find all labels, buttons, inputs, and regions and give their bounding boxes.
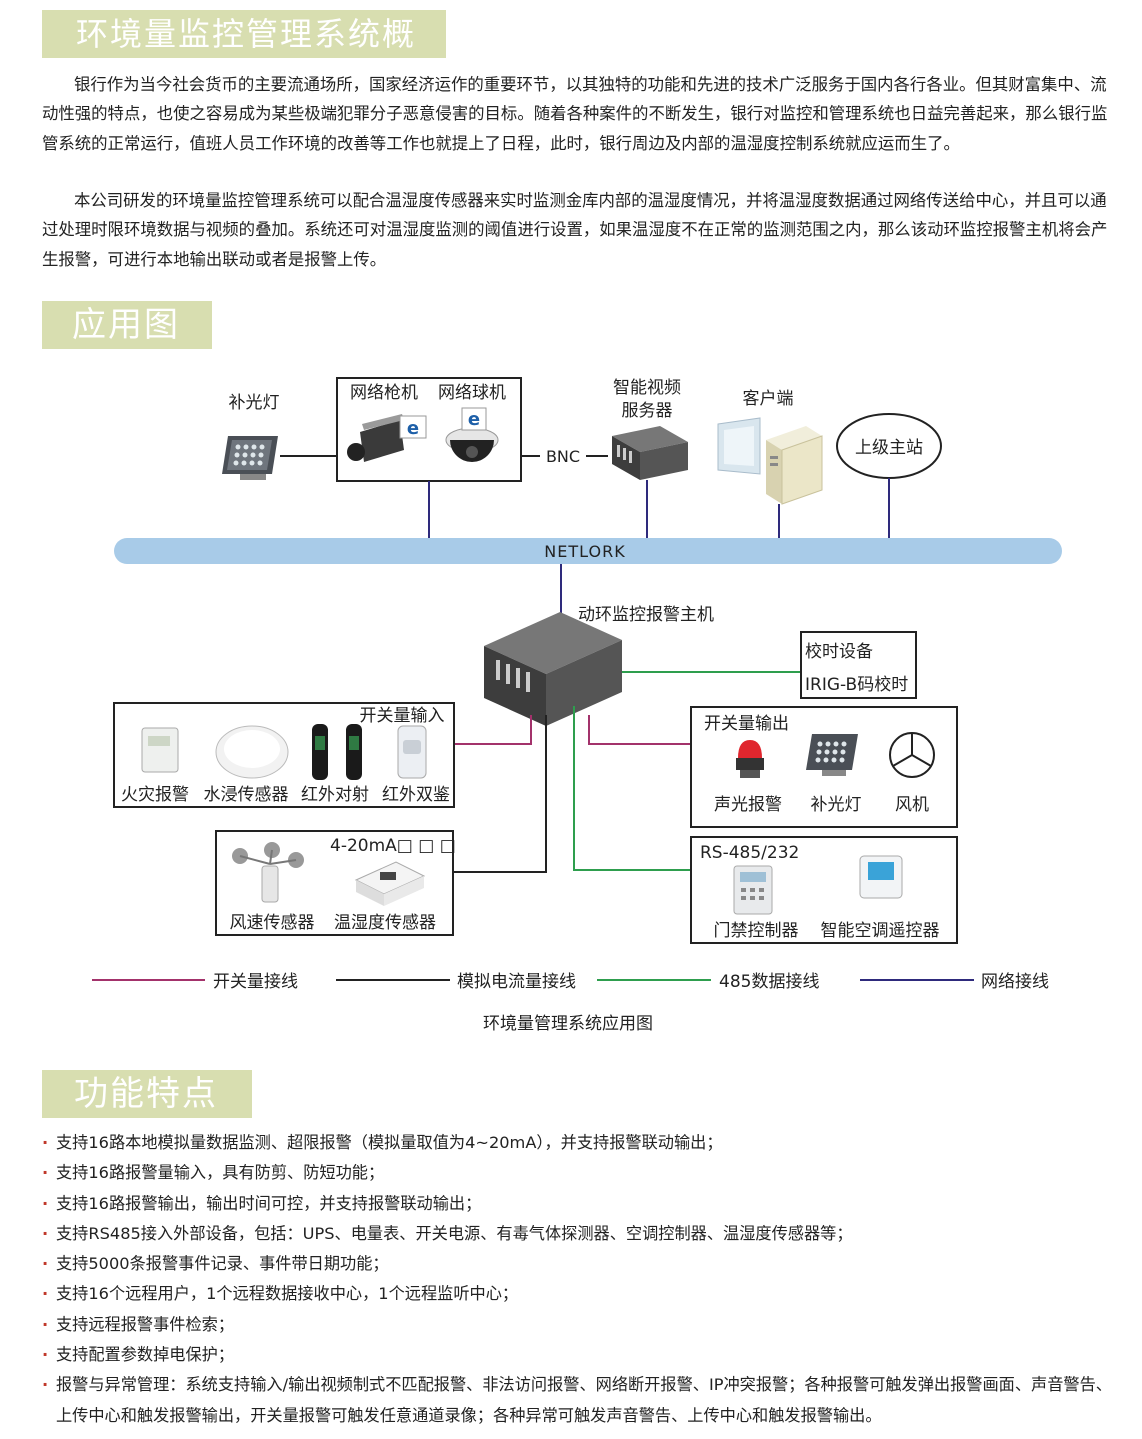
gun-camera-label: 网络枪机 xyxy=(350,383,418,403)
access-controller-label: 门禁控制器 xyxy=(714,921,799,941)
ir-beam-label: 红外对射 xyxy=(301,785,369,805)
temp-humidity-sensor-icon xyxy=(354,861,426,906)
rs485-label: RS-485/232 xyxy=(700,843,799,863)
legend-rs485-label: 485数据接线 xyxy=(719,972,819,992)
overview-paragraph-1: 银行作为当今社会货币的主要流通场所，国家经济运作的重要环节，以其独特的功能和先进… xyxy=(42,75,1108,153)
fan-label: 风机 xyxy=(895,795,929,815)
fire-alarm-label: 火灾报警 xyxy=(121,785,189,805)
video-server-icon xyxy=(612,426,688,480)
client-label: 客户端 xyxy=(743,389,794,409)
sound-light-label: 声光报警 xyxy=(714,795,782,815)
video-server-label-2: 服务器 xyxy=(622,401,673,421)
wind-sensor-label: 风速传感器 xyxy=(230,913,315,933)
access-controller-icon xyxy=(733,865,773,915)
feature-item: ·支持配置参数掉电保护； xyxy=(42,1345,235,1365)
alarm-host-icon xyxy=(484,612,622,726)
dome-camera-icon: e xyxy=(445,407,499,462)
time-device-label-2: IRIG-B码校时 xyxy=(805,675,908,695)
time-device-box xyxy=(800,631,917,699)
fire-alarm-icon xyxy=(141,727,179,773)
water-sensor-icon xyxy=(215,725,289,779)
svg-text:e: e xyxy=(407,418,419,439)
ir-dual-label: 红外双鉴 xyxy=(382,785,450,805)
feature-item: ·支持RS485接入外部设备，包括：UPS、电量表、开关电源、有毒气体探测器、空… xyxy=(42,1223,853,1243)
feature-item: ·支持5000条报警事件记录、事件带日期功能； xyxy=(42,1254,389,1274)
camera-group-box xyxy=(336,377,522,482)
diagram-caption: 环境量管理系统应用图 xyxy=(483,1014,653,1034)
feature-item: ·支持远程报警事件检索； xyxy=(42,1314,235,1334)
feature-item: ·报警与异常管理：系统支持输入/输出视频制式不匹配报警、非法访问报警、网络断开报… xyxy=(42,1375,1112,1425)
wind-sensor-icon xyxy=(232,842,304,903)
fill-light-label: 补光灯 xyxy=(229,393,280,413)
feature-item: ·支持16个远程用户，1个远程数据接收中心，1个远程监听中心； xyxy=(42,1284,519,1304)
water-sensor-label: 水浸传感器 xyxy=(204,785,289,805)
client-pc-icon xyxy=(717,417,823,505)
ir-beam-icon xyxy=(312,724,362,780)
feature-item: ·支持16路本地模拟量数据监测、超限报警（模拟量取值为4~20mA），并支持报警… xyxy=(42,1133,723,1152)
overview-section-title: 环境量监控管理系统概述 xyxy=(42,10,446,101)
svg-text:e: e xyxy=(468,409,480,430)
analog-input-label: 4-20mA□ □ □ xyxy=(330,836,456,856)
fill-light-2-icon xyxy=(806,734,858,776)
feature-item: ·支持16路报警量输入，具有防剪、防短功能； xyxy=(42,1163,385,1183)
feature-item: ·支持16路报警输出，输出时间可控，并支持报警联动输出； xyxy=(42,1193,482,1213)
network-bus xyxy=(114,538,1062,564)
features-section-title: 功能特点 xyxy=(42,1070,252,1118)
fill-light-2-label: 补光灯 xyxy=(811,795,862,815)
ac-remote-label: 智能空调遥控器 xyxy=(821,921,940,941)
legend-analog-label: 模拟电流量接线 xyxy=(457,972,576,992)
sound-light-alarm-icon xyxy=(736,740,764,778)
feature-list: ·支持16路本地模拟量数据监测、超限报警（模拟量取值为4~20mA），并支持报警… xyxy=(42,1128,1122,1431)
overview-paragraph-2: 本公司研发的环境量监控管理系统可以配合温湿度传感器来实时监测金库内部的温湿度情况… xyxy=(42,191,1108,269)
ir-dual-icon xyxy=(397,725,427,779)
bnc-label: BNC xyxy=(546,447,580,466)
dome-camera-label: 网络球机 xyxy=(438,383,506,403)
network-bus-label: NETLORK xyxy=(544,542,625,561)
gun-camera-icon: e xyxy=(347,414,427,462)
switch-input-label: 开关量输入 xyxy=(360,706,445,726)
upper-station-label: 上级主站 xyxy=(855,438,923,458)
ac-remote-icon xyxy=(859,855,903,899)
application-section-title: 应用图 xyxy=(42,301,212,349)
host-label: 动环监控报警主机 xyxy=(578,605,714,625)
fill-light-icon xyxy=(222,436,278,480)
legend-switch-label: 开关量接线 xyxy=(213,972,298,992)
fan-icon xyxy=(889,732,935,778)
switch-output-label: 开关量输出 xyxy=(704,714,789,734)
th-sensor-label: 温湿度传感器 xyxy=(334,913,436,933)
legend-net-label: 网络接线 xyxy=(981,972,1049,992)
video-server-label-1: 智能视频 xyxy=(613,378,681,398)
time-device-label-1: 校时设备 xyxy=(805,642,873,662)
